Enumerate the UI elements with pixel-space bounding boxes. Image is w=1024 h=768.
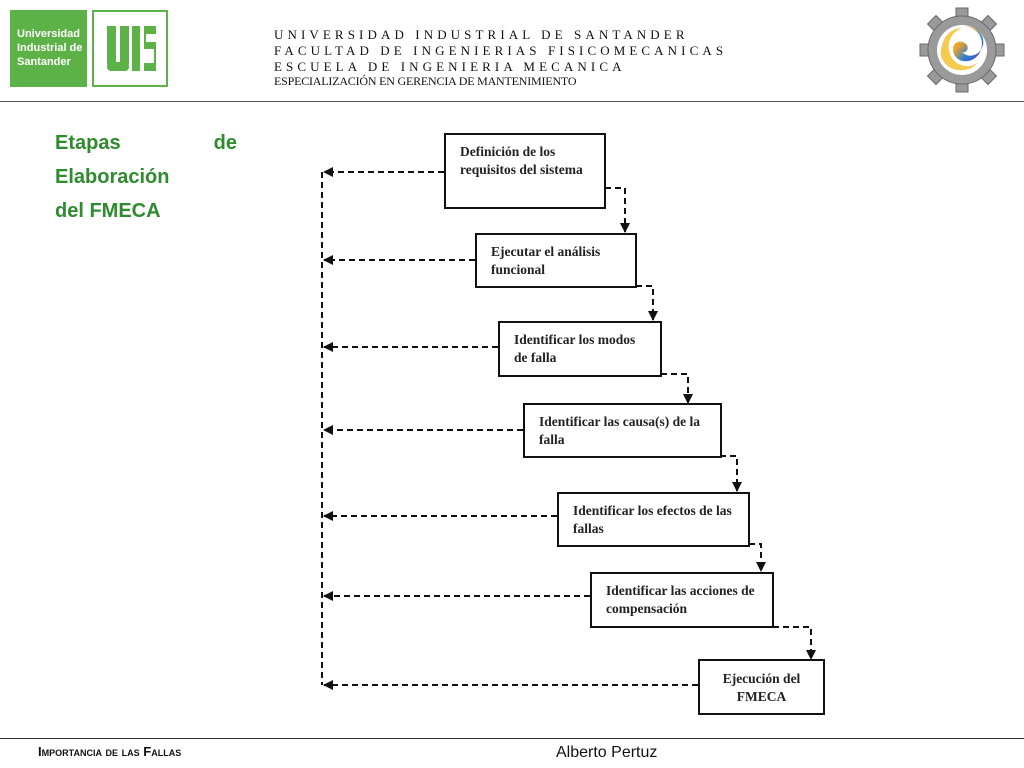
title-word-de: de — [213, 132, 237, 154]
slide-title: Etapas de Elaboración del FMECA — [55, 126, 237, 228]
header-specialization: ESPECIALIZACIÓN EN GERENCIA DE MANTENIMI… — [274, 74, 577, 88]
step-box-6: Identificar las acciones de compensación — [590, 572, 774, 628]
header-university-name: UNIVERSIDAD INDUSTRIAL DE SANTANDER — [274, 27, 689, 42]
step-connector-3 — [661, 373, 693, 404]
step-label-2: Ejecutar el análisis funcional — [491, 244, 601, 277]
university-logo-text: Universidad Industrial de Santander — [17, 28, 83, 68]
uis-monogram-icon — [107, 26, 156, 71]
step-connector-6 — [773, 626, 816, 660]
step-label-4: Identificar las causa(s) de la falla — [539, 414, 700, 447]
step-box-3: Identificar los modos de falla — [498, 321, 662, 377]
step-label-1: Definición de los requisitos del sistema — [460, 144, 583, 177]
step-box-7: Ejecución del FMECA — [698, 659, 825, 715]
step-connector-1 — [605, 187, 630, 233]
step-connector-5 — [749, 543, 766, 572]
footer-divider — [0, 738, 1024, 739]
step-box-2: Ejecutar el análisis funcional — [475, 233, 637, 288]
mechanical-school-logo — [918, 6, 1006, 94]
step-label-5: Identificar los efectos de las fallas — [573, 503, 732, 536]
header-divider — [0, 101, 1024, 102]
footer-author: Alberto Pertuz — [556, 744, 658, 761]
university-logo: Universidad Industrial de Santander — [10, 10, 87, 87]
step-box-1: Definición de los requisitos del sistema — [444, 133, 606, 209]
header-faculty: FACULTAD DE INGENIERIAS FISICOMECANICAS — [274, 43, 728, 58]
step-label-7: Ejecución del FMECA — [722, 671, 801, 704]
gear-icon — [919, 7, 1005, 93]
fmeca-process-diagram: Definición de los requisitos del sistema… — [300, 120, 840, 730]
title-line-fmeca: del FMECA — [55, 200, 161, 222]
step-connector-4 — [720, 455, 742, 492]
step-box-5: Identificar los efectos de las fallas — [557, 492, 750, 547]
step-box-4: Identificar las causa(s) de la falla — [523, 403, 722, 458]
title-line-elaboracion: Elaboración — [55, 166, 170, 188]
header-school: ESCUELA DE INGENIERIA MECANICA — [274, 59, 626, 74]
step-label-3: Identificar los modos de falla — [514, 332, 636, 365]
diagram-connectors — [321, 167, 816, 690]
title-word-etapas: Etapas — [55, 132, 121, 154]
step-connector-2 — [636, 285, 658, 321]
step-label-6: Identificar las acciones de compensación — [606, 583, 755, 616]
footer-topic: Importancia de las Fallas — [38, 744, 182, 759]
uis-monogram-logo — [92, 10, 168, 87]
